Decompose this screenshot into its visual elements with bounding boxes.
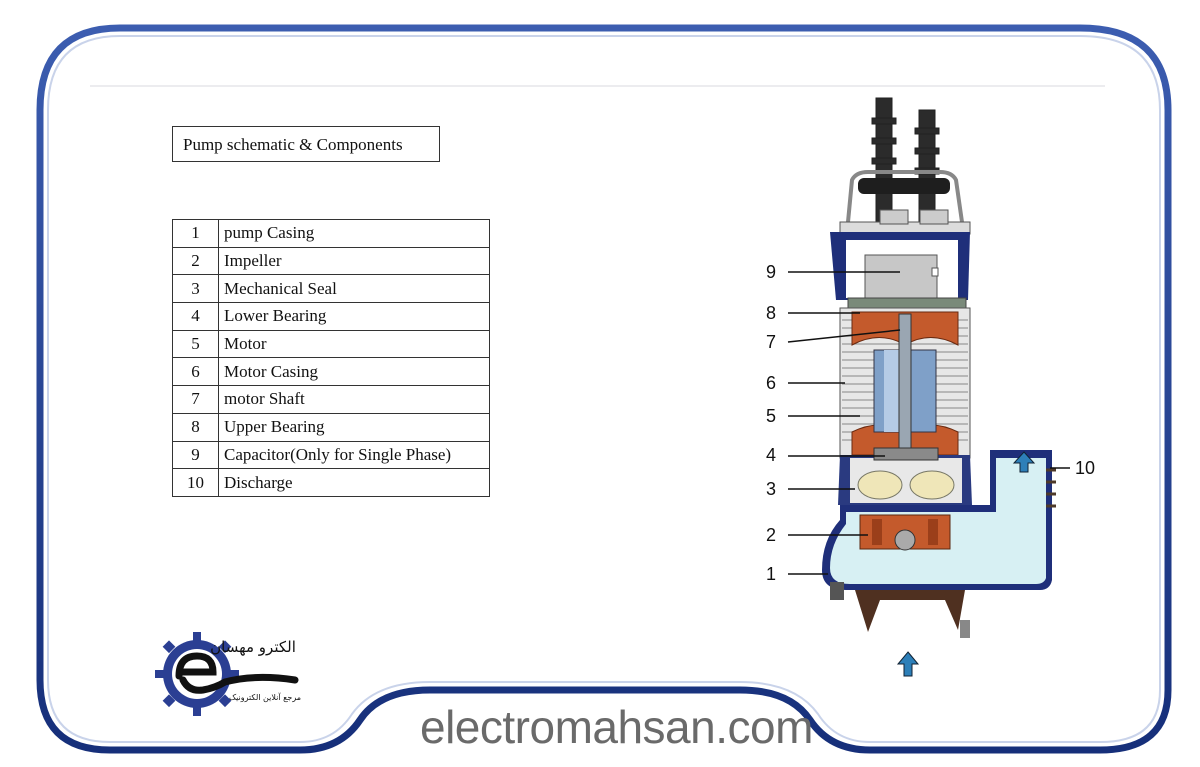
- component-label: Discharge: [218, 468, 490, 497]
- logo-text-main: الكترو مهسان: [210, 638, 296, 656]
- pump-feet: [855, 590, 965, 632]
- lifting-handle: [846, 170, 964, 223]
- callout-1: 1: [766, 564, 777, 584]
- capacitor: [864, 254, 938, 301]
- discharge-arrow: [1012, 451, 1036, 473]
- component-label: motor Shaft: [218, 385, 490, 414]
- component-number: 7: [172, 385, 219, 414]
- component-label: Impeller: [218, 246, 490, 276]
- mechanical-seal: [857, 470, 903, 500]
- inflow-arrow: [896, 651, 920, 677]
- schematic-title: Pump schematic & Components: [172, 126, 440, 162]
- electromahsan-logo: الكترو مهسان مرجع آنلاین الکترونیک: [155, 632, 301, 716]
- callout-3: 3: [766, 479, 777, 499]
- component-number: 1: [172, 219, 219, 248]
- component-label: pump Casing: [218, 219, 490, 248]
- component-label: Lower Bearing: [218, 302, 490, 331]
- site-watermark: electromahsan.com: [420, 701, 813, 753]
- logo-text-sub: مرجع آنلاین الکترونیک: [229, 692, 301, 702]
- component-label: Motor: [218, 329, 490, 359]
- callout-10: 10: [1075, 458, 1096, 478]
- leader-lines: [787, 271, 1070, 575]
- component-number: 8: [172, 412, 219, 442]
- component-number: 10: [172, 468, 219, 497]
- callout-4: 4: [766, 445, 777, 465]
- power-cables: [871, 97, 940, 229]
- callout-5: 5: [766, 406, 777, 426]
- component-label: Mechanical Seal: [218, 274, 490, 304]
- callout-2: 2: [766, 525, 777, 545]
- component-label: Upper Bearing: [218, 412, 490, 442]
- callout-8: 8: [766, 303, 777, 323]
- callout-9: 9: [766, 262, 777, 282]
- component-label: Capacitor(Only for Single Phase): [218, 440, 490, 470]
- callout-6: 6: [766, 373, 777, 393]
- component-number: 3: [172, 274, 219, 304]
- callout-7: 7: [766, 332, 777, 352]
